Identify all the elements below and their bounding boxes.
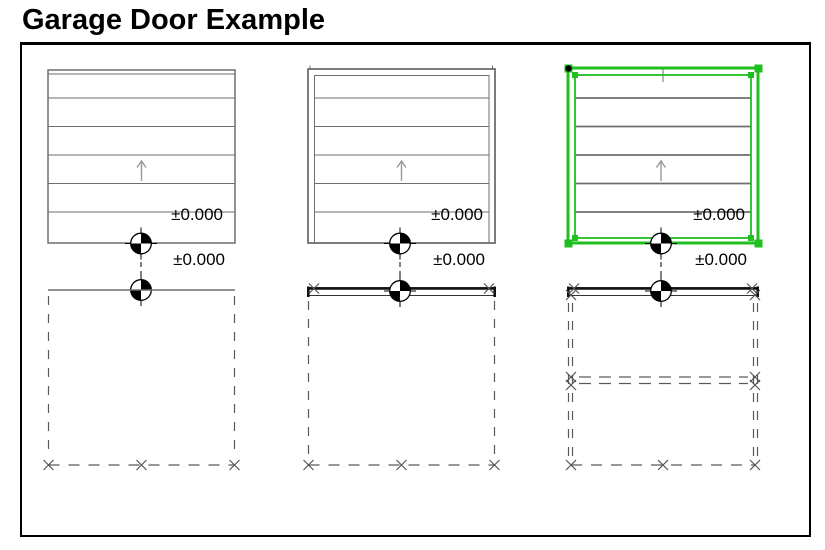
door-2-plan-level-label: ±0.000 xyxy=(433,250,485,269)
door-3-plan-view[interactable] xyxy=(565,282,761,471)
selection-origin-dot[interactable] xyxy=(565,65,572,72)
opening-direction-arrow-icon xyxy=(655,160,667,182)
drawing-svg: ±0.000 ±0.000 xyxy=(42,64,763,471)
door-2-plan-end-cap xyxy=(493,286,496,297)
selection-handle[interactable] xyxy=(564,239,573,248)
hotspot-x-icon[interactable] xyxy=(565,379,577,391)
door-1-plan-view[interactable] xyxy=(42,289,241,471)
door-1-plan-level-label: ±0.000 xyxy=(173,250,225,269)
door-3-plan-level-label: ±0.000 xyxy=(695,250,747,269)
hotspot-x-icon[interactable] xyxy=(565,371,577,383)
selection-handle[interactable] xyxy=(754,239,763,248)
hotspot-x-icon[interactable] xyxy=(749,371,761,383)
sheet-title: Garage Door Example xyxy=(22,4,325,36)
level-marker-icon[interactable] xyxy=(383,226,417,261)
level-marker-icon[interactable] xyxy=(383,274,417,308)
door-2-plan-end-cap xyxy=(307,286,310,297)
door-2-sill-level-label: ±0.000 xyxy=(431,205,483,224)
garage-door-1[interactable]: ±0.000 ±0.000 xyxy=(42,69,241,471)
garage-door-2[interactable]: ±0.000 ±0.000 xyxy=(302,65,501,471)
door-1-sill-level-label: ±0.000 xyxy=(171,205,223,224)
opening-direction-arrow-icon xyxy=(136,160,147,182)
selection-handle[interactable] xyxy=(748,72,754,78)
hotspot-x-icon[interactable] xyxy=(749,379,761,391)
selection-handle[interactable] xyxy=(754,64,763,73)
level-marker-icon[interactable] xyxy=(644,274,678,308)
opening-direction-arrow-icon xyxy=(396,160,407,182)
door-3-sill-level-label: ±0.000 xyxy=(693,205,745,224)
level-marker-icon[interactable] xyxy=(124,226,158,261)
door-2-plan-view[interactable] xyxy=(302,282,501,471)
garage-door-3-selected[interactable]: ±0.000 ±0.000 xyxy=(564,64,763,471)
level-marker-icon[interactable] xyxy=(644,226,678,261)
drawing-area[interactable]: ±0.000 ±0.000 xyxy=(20,42,811,537)
door-3-elevation[interactable] xyxy=(564,64,763,248)
selection-handle[interactable] xyxy=(748,235,754,241)
selection-handle[interactable] xyxy=(572,72,578,78)
selection-handle[interactable] xyxy=(572,235,578,241)
